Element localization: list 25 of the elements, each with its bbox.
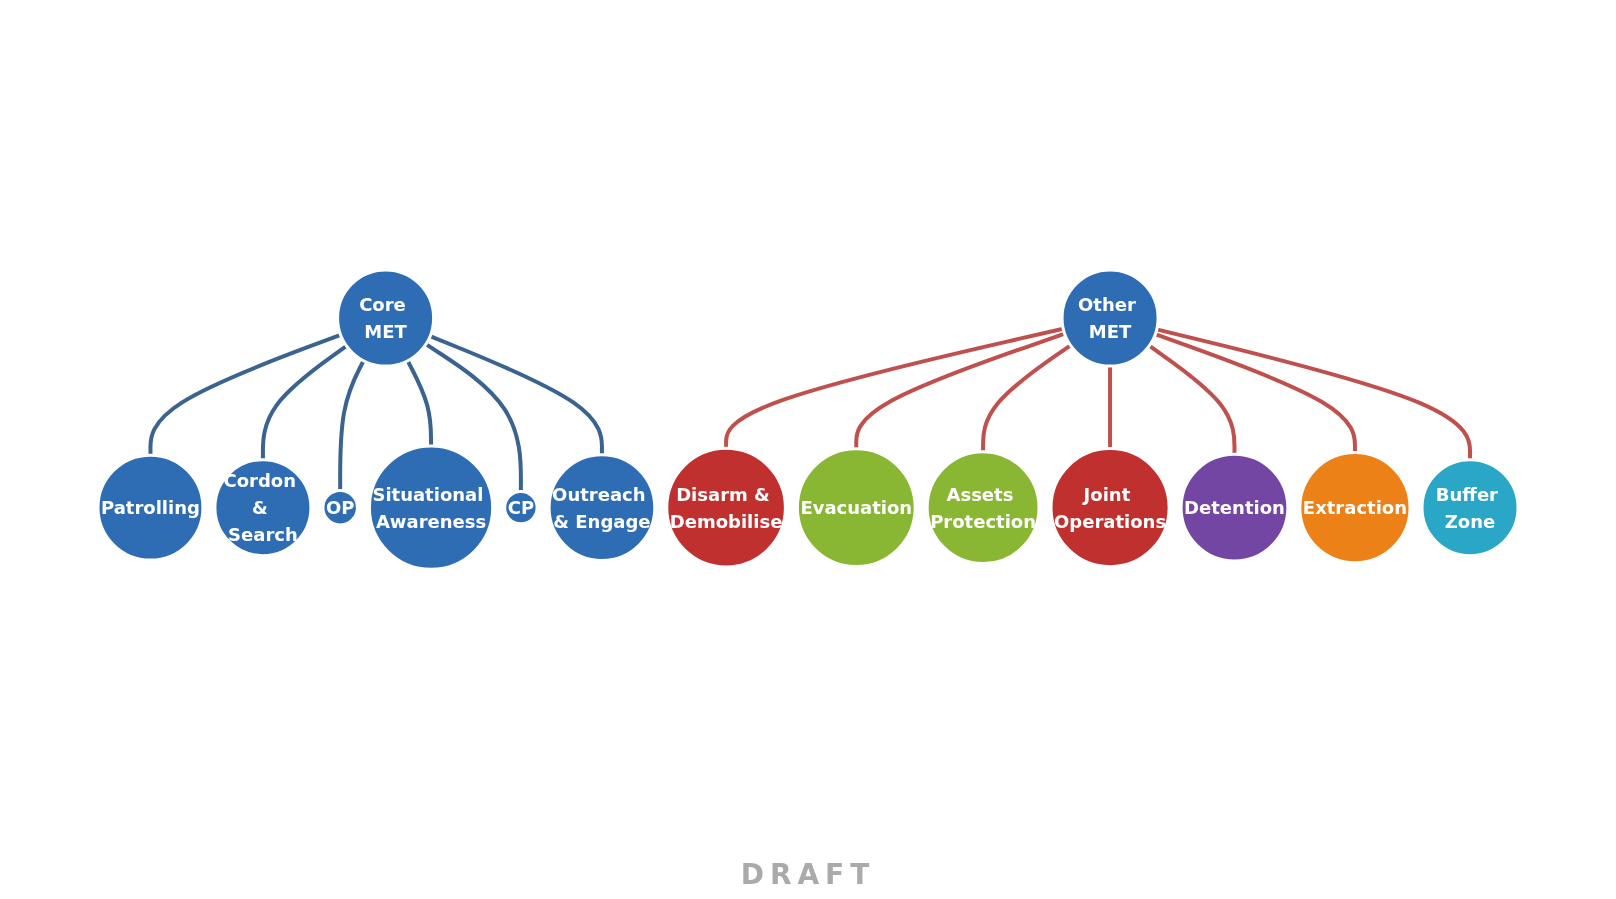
connector [424, 342, 523, 492]
node-circle: Cordon & Search [213, 458, 313, 558]
node-circle: Joint Operations [1049, 447, 1171, 569]
watermark-text: DRAFT [740, 858, 876, 891]
node-circle: Other MET [1060, 268, 1160, 368]
connector [854, 332, 1066, 450]
connector [724, 327, 1064, 449]
node-circle: Patrolling [96, 454, 205, 562]
connector [429, 334, 604, 456]
connector [1108, 366, 1113, 449]
connector [1156, 327, 1472, 460]
node-circle: Core MET [336, 268, 436, 368]
connector [1154, 332, 1357, 453]
connector [981, 344, 1072, 453]
connector [148, 333, 342, 456]
node-circle: CP [503, 490, 539, 526]
connector [1148, 344, 1237, 455]
connector [338, 360, 366, 491]
node-circle: Disarm & Demobilise [665, 447, 787, 569]
node-circle: OP [321, 489, 359, 527]
connector [260, 344, 348, 460]
node-circle: Extraction [1298, 451, 1412, 565]
connector [405, 360, 434, 447]
node-circle: Detention [1179, 453, 1290, 563]
node-circle: Buffer Zone [1420, 458, 1520, 558]
